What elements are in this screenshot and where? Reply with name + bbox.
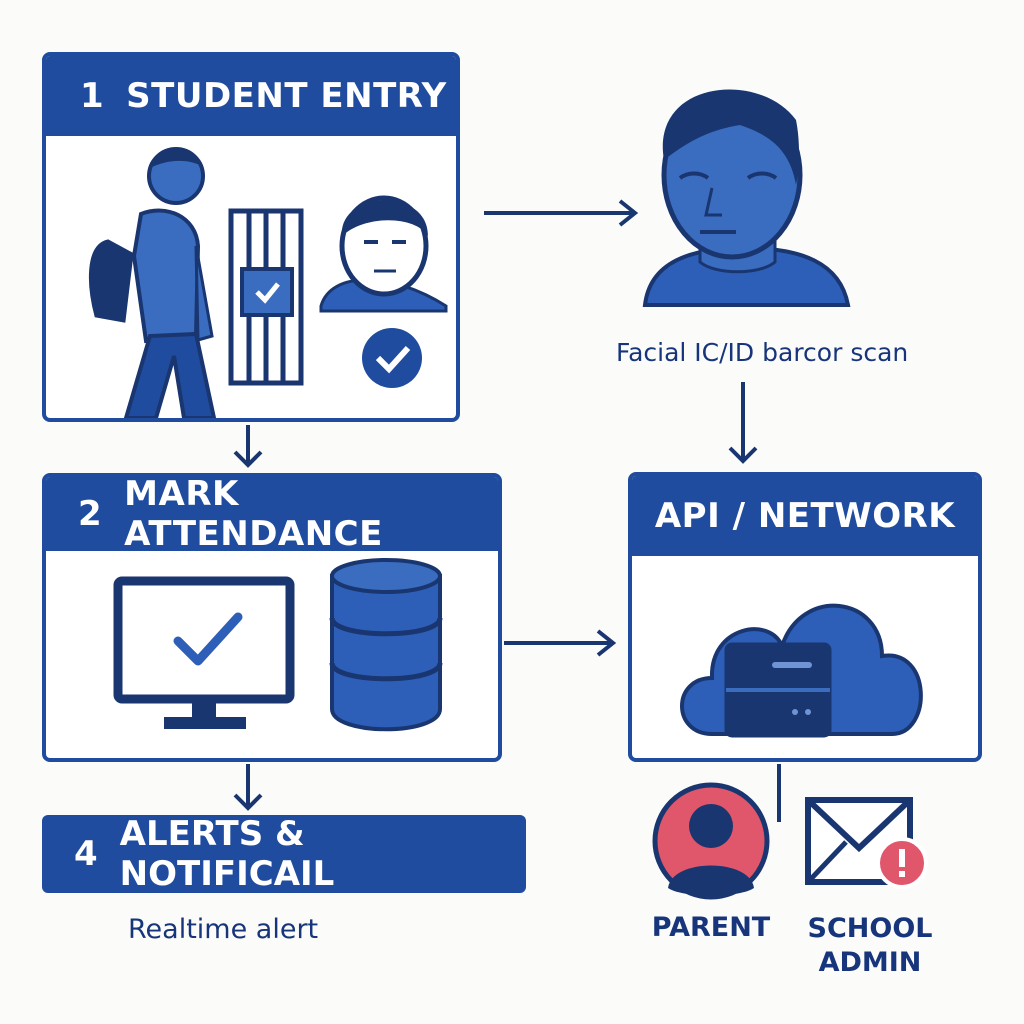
scan-caption: Facial IC/ID barcor scan xyxy=(616,338,909,367)
parent-label: PARENT xyxy=(651,912,771,943)
monitor-check-icon xyxy=(113,576,295,729)
student-entry-panel: 1 STUDENT ENTRY xyxy=(42,52,460,422)
api-network-header: API / NETWORK xyxy=(632,476,978,556)
alerts-banner: 4 ALERTS & NOTIFICAIL xyxy=(42,814,526,894)
face-recognition-portrait-icon xyxy=(319,195,448,313)
school-admin-label: SCHOOL ADMIN xyxy=(800,912,940,980)
student-entry-illustration xyxy=(88,147,448,418)
step-title: ALERTS & NOTIFICAIL xyxy=(119,814,335,894)
api-network-panel: API / NETWORK xyxy=(628,472,982,762)
arrow-entry-to-scan xyxy=(484,199,639,227)
arrow-attendance-to-api xyxy=(504,629,617,657)
arrow-entry-to-attendance xyxy=(233,425,263,468)
walking-student-icon xyxy=(88,147,217,418)
school-admin-line2: ADMIN xyxy=(818,947,922,978)
verified-check-icon xyxy=(362,328,422,388)
mail-alert-icon xyxy=(805,797,928,889)
mark-attendance-illustration xyxy=(113,558,443,732)
turnstile-gate-icon xyxy=(228,208,304,386)
arrow-attendance-to-alerts xyxy=(233,764,263,811)
school-admin-line1: SCHOOL xyxy=(807,913,933,944)
parent-avatar-icon xyxy=(652,782,770,900)
step-number: 2 xyxy=(78,494,103,534)
mark-attendance-header: 2 MARK ATTENDANCE xyxy=(46,474,498,554)
step-number: 1 xyxy=(80,76,105,116)
step-title: MARK ATTENDANCE xyxy=(124,474,383,554)
step-title: STUDENT ENTRY xyxy=(126,76,447,116)
alerts-caption: Realtime alert xyxy=(128,914,319,945)
arrow-scan-to-api xyxy=(728,382,758,464)
mark-attendance-panel: 2 MARK ATTENDANCE xyxy=(42,473,502,762)
step-title: API / NETWORK xyxy=(654,496,956,536)
step-number: 4 xyxy=(74,834,98,874)
scanned-face-icon xyxy=(642,89,851,307)
api-network-illustration xyxy=(680,603,923,738)
student-entry-header: 1 STUDENT ENTRY xyxy=(46,56,456,136)
database-icon xyxy=(329,558,443,732)
cloud-server-icon xyxy=(680,603,923,738)
